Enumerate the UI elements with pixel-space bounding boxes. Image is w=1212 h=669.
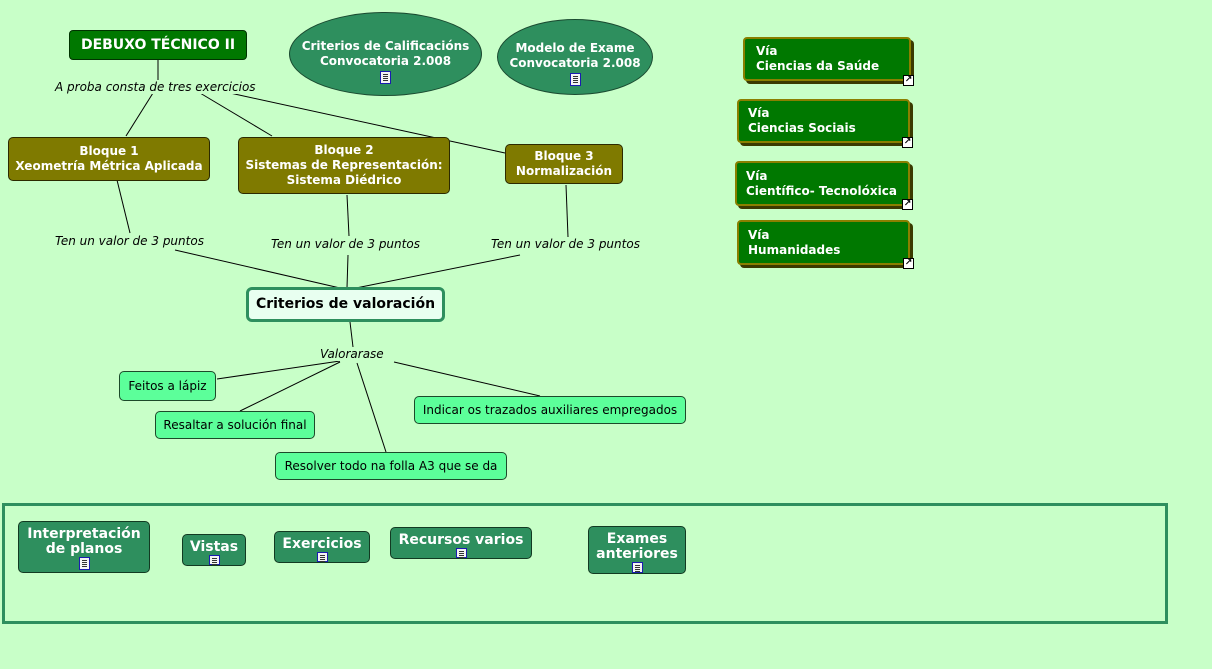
shortcut-arrow-icon[interactable]: ↗ [903, 258, 914, 269]
document-icon[interactable] [78, 557, 90, 570]
criterios-calificacion-document[interactable]: Criterios de Calificacións Convocatoria … [289, 12, 482, 96]
document-icon[interactable] [455, 548, 467, 558]
leaf-feitos-lapiz[interactable]: Feitos a lápiz [119, 371, 216, 401]
resource-recursos-varios[interactable]: Recursos varios [390, 527, 532, 559]
via-ciencias-saude[interactable]: Vía Ciencias da Saúde [743, 37, 911, 81]
modelo-exame-document[interactable]: Modelo de Exame Convocatoria 2.008 [497, 19, 653, 95]
resource-interpretacion-planos[interactable]: Interpretación de planos [18, 521, 150, 573]
shortcut-arrow-icon[interactable]: ↗ [903, 75, 914, 86]
document-icon[interactable] [631, 562, 643, 573]
resource-exercicios[interactable]: Exercicios [274, 531, 370, 563]
document-icon[interactable] [208, 555, 220, 565]
criterios-valoracion[interactable]: Criterios de valoración [246, 287, 445, 322]
value-label-bloque-2: Ten un valor de 3 puntos [269, 237, 422, 251]
bloque-3[interactable]: Bloque 3 Normalización [505, 144, 623, 184]
map-title: DEBUXO TÉCNICO II [69, 30, 247, 60]
bloque-2[interactable]: Bloque 2 Sistemas de Representación: Sis… [238, 137, 450, 194]
shortcut-arrow-icon[interactable]: ↗ [902, 199, 913, 210]
resource-vistas[interactable]: Vistas [182, 534, 246, 566]
via-ciencias-sociais[interactable]: Vía Ciencias Sociais [737, 99, 910, 143]
leaf-resolver-folla[interactable]: Resolver todo na folla A3 que se da [275, 452, 507, 480]
bloque-1[interactable]: Bloque 1 Xeometría Métrica Aplicada [8, 137, 210, 181]
value-label-bloque-1: Ten un valor de 3 puntos [53, 234, 206, 248]
via-cientifico-tecnoloxica[interactable]: Vía Científico- Tecnolóxica [735, 161, 910, 206]
document-icon[interactable] [569, 73, 581, 86]
shortcut-arrow-icon[interactable]: ↗ [902, 137, 913, 148]
resources-panel [2, 503, 1168, 624]
document-icon[interactable] [380, 71, 391, 84]
leaf-indicar-trazados[interactable]: Indicar os trazados auxiliares empregado… [414, 396, 686, 424]
resource-exames-anteriores[interactable]: Exames anteriores [588, 526, 686, 574]
intro-link-label: A proba consta de tres exercicios [53, 80, 258, 94]
leaf-resaltar-solucion[interactable]: Resaltar a solución final [155, 411, 315, 439]
valorarase-label: Valorarase [318, 347, 386, 361]
value-label-bloque-3: Ten un valor de 3 puntos [489, 237, 642, 251]
via-humanidades[interactable]: Vía Humanidades [737, 220, 910, 265]
document-icon[interactable] [316, 552, 328, 562]
